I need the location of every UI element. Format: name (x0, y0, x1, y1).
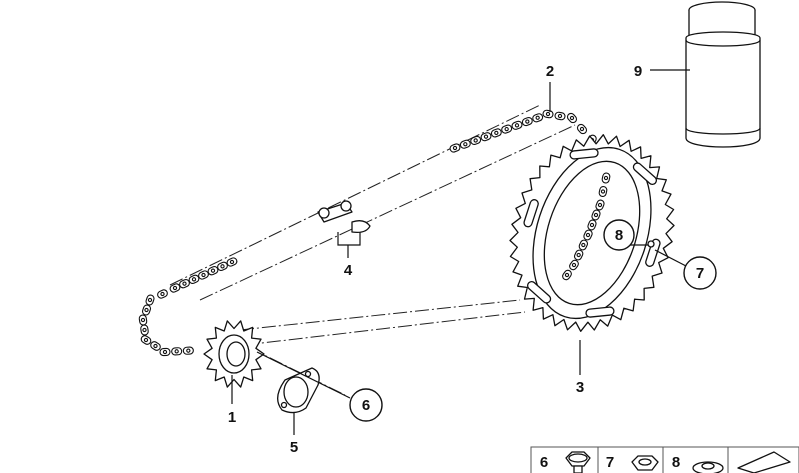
chain-roller (597, 202, 603, 208)
chain-master-link (317, 200, 371, 234)
rear-sprocket-slot (569, 148, 599, 160)
chain-roller (162, 349, 168, 355)
rear-sprocket (509, 134, 675, 332)
legend-label-6: 6 (540, 454, 548, 471)
callout-8-ring (603, 219, 635, 251)
chain-roller (463, 142, 468, 147)
chain-roller (576, 252, 581, 258)
chain-roller (483, 134, 489, 139)
legend-label-7: 7 (606, 454, 614, 471)
screw-icon (565, 451, 591, 473)
chain-roller (557, 113, 563, 119)
callout-7-ring (683, 256, 717, 290)
chain-roller (153, 343, 158, 349)
chain-roller (210, 268, 216, 273)
chain-roller (140, 317, 146, 323)
chain-roller (191, 277, 197, 282)
chain-roller (603, 175, 609, 181)
callout-6: 6 (362, 397, 370, 414)
chain-roller (525, 119, 530, 124)
chain-roller (182, 281, 187, 286)
callout-8: 8 (615, 227, 623, 244)
callout-9: 9 (634, 63, 642, 80)
rear-sprocket-slot (585, 306, 615, 318)
callout-5: 5 (290, 439, 298, 456)
chain-roller (452, 145, 458, 151)
chain-roller (229, 259, 235, 265)
chain-roller (142, 327, 147, 333)
chain-roller (585, 232, 591, 238)
chain-roller (144, 307, 149, 313)
chain-roller (186, 348, 191, 353)
nut-icon (631, 455, 659, 471)
chain-roller (571, 262, 577, 268)
chain-roller (172, 285, 178, 291)
chain-roller (564, 272, 570, 278)
chain-roller (579, 126, 585, 132)
callout-7: 7 (696, 265, 704, 282)
chain-roller (143, 337, 149, 343)
chain-roller (160, 291, 165, 297)
front-sprocket (203, 320, 265, 388)
callout-4: 4 (344, 262, 353, 279)
rear-sprocket-slot (523, 199, 539, 228)
callout-3: 3 (576, 379, 584, 396)
chain-roller (220, 264, 225, 269)
callout-6-ring (349, 388, 383, 422)
chain-roller (545, 111, 551, 117)
callout-labels: 1 2 3 4 5 6 7 8 9 (228, 63, 717, 456)
lock-washer (277, 367, 320, 414)
chain-roller (147, 297, 153, 303)
chain-roller (535, 115, 540, 120)
washer-icon (692, 461, 724, 473)
rear-sprocket-slot (645, 238, 661, 267)
callout-1: 1 (228, 409, 236, 426)
chain-roller (589, 222, 595, 228)
chain-lubricant-can (685, 1, 761, 148)
rear-sprocket-slot (526, 280, 552, 304)
chain-roller (600, 189, 606, 194)
chain-roller (514, 123, 520, 128)
chain-roller (504, 126, 509, 132)
chain-roller (569, 115, 575, 121)
chain-roller (473, 138, 478, 143)
page-arrow-icon (737, 451, 791, 473)
leader-lines (231, 69, 690, 435)
chain-roller (494, 130, 499, 136)
chain-roller (581, 242, 586, 248)
chain-roller (201, 272, 206, 278)
chain-roller (174, 349, 179, 354)
parts-legend: 6 7 8 (530, 446, 799, 473)
rear-sprocket-slot (632, 162, 658, 186)
legend-label-8: 8 (672, 454, 680, 471)
callout-2: 2 (546, 63, 554, 80)
chain-roller (593, 212, 599, 218)
